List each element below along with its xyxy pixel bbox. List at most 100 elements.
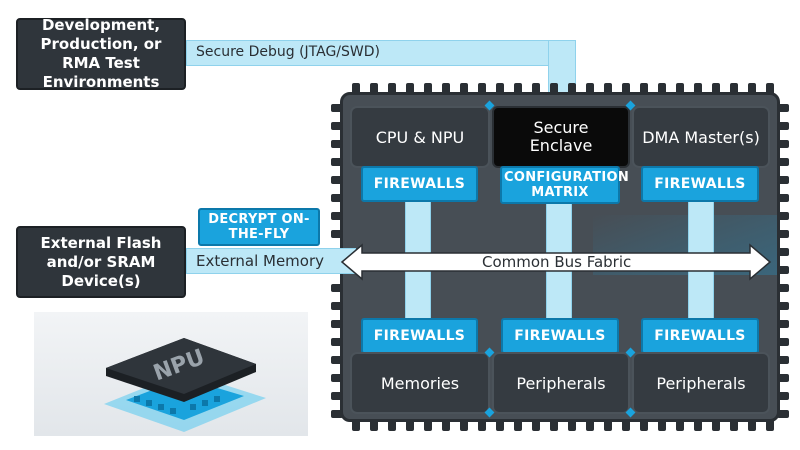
- chip-pin: [331, 410, 343, 418]
- secure-enclave-label: Secure Enclave: [529, 118, 593, 155]
- chip-pin: [586, 83, 594, 95]
- chip-pin: [331, 356, 343, 364]
- npu-pins: [134, 396, 220, 414]
- chip-pin: [331, 284, 343, 292]
- chip-pin: [777, 320, 789, 328]
- chip-pin: [766, 83, 774, 95]
- chip-pin: [676, 83, 684, 95]
- peripherals-tile-center: Peripherals: [492, 352, 630, 414]
- chip-pin: [331, 194, 343, 202]
- chip-pin: [640, 83, 648, 95]
- chip-pin: [777, 176, 789, 184]
- chip-pin: [777, 392, 789, 400]
- chip-pin: [331, 176, 343, 184]
- chip-pin: [442, 83, 450, 95]
- chip-pin: [550, 83, 558, 95]
- firewalls-bottom-center-label: FIREWALLS: [514, 327, 606, 344]
- chip-pin: [604, 83, 612, 95]
- peripherals-right-label: Peripherals: [656, 373, 746, 393]
- chip-pin: [331, 212, 343, 220]
- decrypt-on-the-fly-badge: DECRYPT ON-THE-FLY: [198, 208, 320, 246]
- chip-pin: [514, 83, 522, 95]
- chip-pin: [604, 419, 612, 431]
- firewalls-bottom-right: FIREWALLS: [641, 318, 759, 354]
- chip-pin: [777, 122, 789, 130]
- chip-pin: [442, 419, 450, 431]
- chip-pin: [460, 419, 468, 431]
- chip-pin: [460, 83, 468, 95]
- chip-pin: [777, 410, 789, 418]
- chip-pin: [331, 374, 343, 382]
- memories-tile: Memories: [350, 352, 490, 414]
- chip-pin: [532, 83, 540, 95]
- chip-pin: [331, 122, 343, 130]
- chip-pin: [370, 83, 378, 95]
- memories-label: Memories: [380, 373, 460, 393]
- chip-pin: [777, 140, 789, 148]
- chip-pin: [777, 248, 789, 256]
- peripherals-center-label: Peripherals: [516, 373, 606, 393]
- chip-pin: [748, 83, 756, 95]
- decrypt-on-the-fly-label: DECRYPT ON-THE-FLY: [208, 212, 310, 242]
- firewalls-top-left-label: FIREWALLS: [373, 175, 466, 192]
- chip-pin: [730, 83, 738, 95]
- chip-pin: [658, 83, 666, 95]
- dma-master-label: DMA Master(s): [642, 127, 760, 147]
- secure-debug-label: Secure Debug (JTAG/SWD): [196, 44, 380, 60]
- common-bus-fabric-arrow: [340, 243, 772, 281]
- firewalls-bottom-center: FIREWALLS: [501, 318, 619, 354]
- chip-pin: [388, 83, 396, 95]
- chip-pin: [514, 419, 522, 431]
- chip-pin: [352, 419, 360, 431]
- chip-pin: [777, 266, 789, 274]
- chip-pin: [331, 338, 343, 346]
- chip-pin: [388, 419, 396, 431]
- chip-pin: [730, 419, 738, 431]
- chip-pin: [586, 419, 594, 431]
- dma-master-tile: DMA Master(s): [632, 106, 770, 168]
- chip-pin: [712, 419, 720, 431]
- firewalls-bottom-left-label: FIREWALLS: [373, 327, 466, 344]
- external-memory-connector: [186, 248, 356, 274]
- chip-pin: [496, 83, 504, 95]
- cpu-npu-label: CPU & NPU: [375, 127, 465, 147]
- chip-pin: [777, 230, 789, 238]
- chip-pin: [777, 284, 789, 292]
- chip-pin: [777, 194, 789, 202]
- chip-pin: [777, 338, 789, 346]
- chip-pin: [406, 419, 414, 431]
- firewalls-bottom-right-label: FIREWALLS: [654, 327, 746, 344]
- chip-pin: [568, 419, 576, 431]
- secure-debug-connector: [186, 40, 576, 66]
- external-flash-label: External Flash and/or SRAM Device(s): [40, 233, 162, 290]
- chip-pin: [331, 158, 343, 166]
- dev-environment-box: Development, Production, or RMA Test Env…: [16, 16, 186, 91]
- chip-pin: [331, 392, 343, 400]
- chip-pin: [331, 104, 343, 112]
- secure-enclave-tile: Secure Enclave: [492, 106, 630, 168]
- npu-illustration: NPU: [34, 312, 308, 436]
- chip-pin: [622, 83, 630, 95]
- chip-pin: [777, 374, 789, 382]
- chip-pin: [331, 320, 343, 328]
- chip-pin: [550, 419, 558, 431]
- chip-pin: [622, 419, 630, 431]
- chip-pin: [777, 212, 789, 220]
- firewalls-top-right: FIREWALLS: [641, 166, 759, 202]
- chip-pin: [424, 419, 432, 431]
- chip-pin: [777, 356, 789, 364]
- chip-pin: [658, 419, 666, 431]
- external-flash-box: External Flash and/or SRAM Device(s): [16, 226, 186, 298]
- chip-pin: [478, 83, 486, 95]
- peripherals-tile-right: Peripherals: [632, 352, 770, 414]
- chip-pin: [331, 302, 343, 310]
- chip-pin: [676, 419, 684, 431]
- chip-pin: [777, 104, 789, 112]
- chip-pin: [370, 419, 378, 431]
- dev-environment-label: Development, Production, or RMA Test Env…: [40, 16, 162, 91]
- chip-pin: [478, 419, 486, 431]
- chip-pin: [496, 419, 504, 431]
- npu-chip-graphic: NPU: [104, 338, 266, 432]
- chip-pin: [331, 230, 343, 238]
- firewalls-top-right-label: FIREWALLS: [654, 175, 746, 192]
